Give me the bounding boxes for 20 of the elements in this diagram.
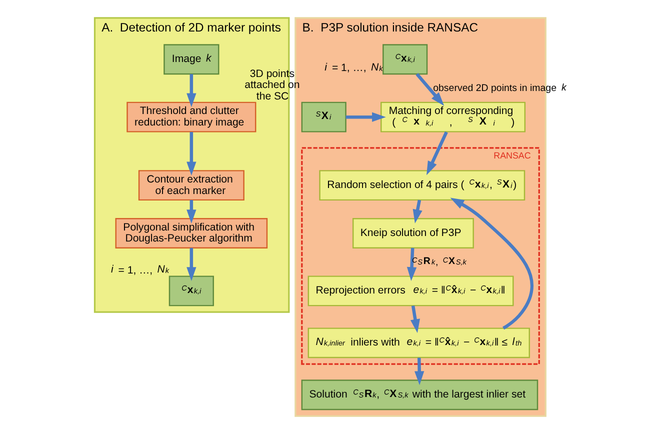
arrow [416,73,444,106]
arrow [414,358,424,386]
arrow [406,248,417,281]
arrow [186,200,196,224]
arrow [346,112,386,122]
edge-label: observed 2D points in image k [433,82,566,94]
node-box: Image k [164,44,220,75]
arrow [412,200,422,224]
node-box: Kneip solution of P3P [352,218,474,248]
node-box: Polygonal simplification with Douglas-Peucker algorithm [115,218,268,248]
arrow [186,132,196,176]
arrow [186,248,196,281]
node-box: Contour extraction of each marker [138,170,244,201]
node-label: 3D points attached on the SC [244,68,300,103]
node-label: i = 1, …, Nk [110,264,170,276]
arrow [410,306,420,333]
arrow [450,198,534,330]
arrow [426,131,448,176]
arrow [186,74,196,108]
node-box: Threshold and clutter reduction: binary image [126,102,256,132]
